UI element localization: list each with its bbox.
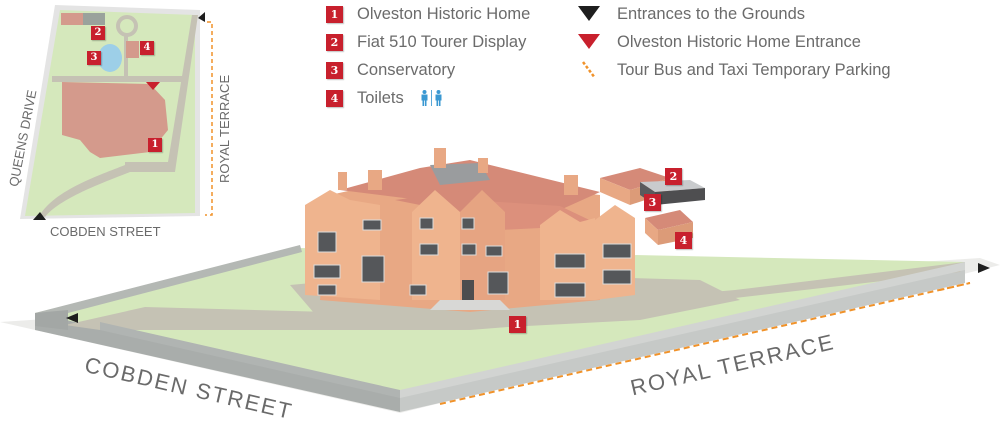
- legend-badge-1: 1: [326, 5, 343, 23]
- red-triangle-icon: [578, 34, 600, 49]
- black-triangle-icon: [578, 6, 600, 21]
- marker-4-inset[interactable]: 4: [140, 41, 154, 55]
- marker-1-main[interactable]: 1: [509, 316, 526, 333]
- legend-label-2: Fiat 510 Tourer Display: [357, 33, 527, 51]
- inset-entrance-royal: [198, 12, 205, 22]
- legend-parking: Tour Bus and Taxi Temporary Parking: [578, 59, 891, 81]
- inset-entrance-cobden: [33, 212, 46, 220]
- marker-3-main[interactable]: 3: [644, 194, 661, 211]
- toilets-male-female-icon: [420, 90, 443, 106]
- legend-label-1: Olveston Historic Home: [357, 5, 531, 23]
- marker-2-inset[interactable]: 2: [91, 26, 105, 40]
- entrance-marker-royal: [978, 263, 990, 273]
- legend-badge-2: 2: [326, 33, 343, 51]
- legend-badge-4: 4: [326, 89, 343, 107]
- legend-item-4: 4 Toilets: [326, 87, 443, 109]
- legend-badge-3: 3: [326, 61, 343, 79]
- inset-house-entrance-marker: [146, 82, 160, 90]
- inset-street-royal: ROYAL TERRACE: [217, 74, 232, 183]
- legend-label-3: Conservatory: [357, 61, 456, 79]
- legend-item-3: 3 Conservatory: [326, 59, 455, 81]
- marker-2-main[interactable]: 2: [665, 168, 682, 185]
- inset-house: [62, 82, 168, 158]
- driveway: [65, 262, 965, 330]
- orange-dashed-line-icon: [582, 61, 596, 79]
- legend-item-1: 1 Olveston Historic Home: [326, 3, 530, 25]
- marker-1-inset[interactable]: 1: [148, 138, 162, 152]
- inset-street-cobden: COBDEN STREET: [50, 224, 161, 239]
- legend-label-4: Toilets: [357, 89, 404, 107]
- entrance-marker-cobden: [66, 313, 78, 323]
- legend-entrances: Entrances to the Grounds: [578, 3, 805, 25]
- inset-site-plan: [20, 5, 213, 220]
- legend-house-entrance: Olveston Historic Home Entrance: [578, 31, 861, 53]
- legend-item-2: 2 Fiat 510 Tourer Display: [326, 31, 526, 53]
- marker-4-main[interactable]: 4: [675, 232, 692, 249]
- tour-bus-parking-line: [439, 282, 971, 405]
- marker-3-inset[interactable]: 3: [87, 51, 101, 65]
